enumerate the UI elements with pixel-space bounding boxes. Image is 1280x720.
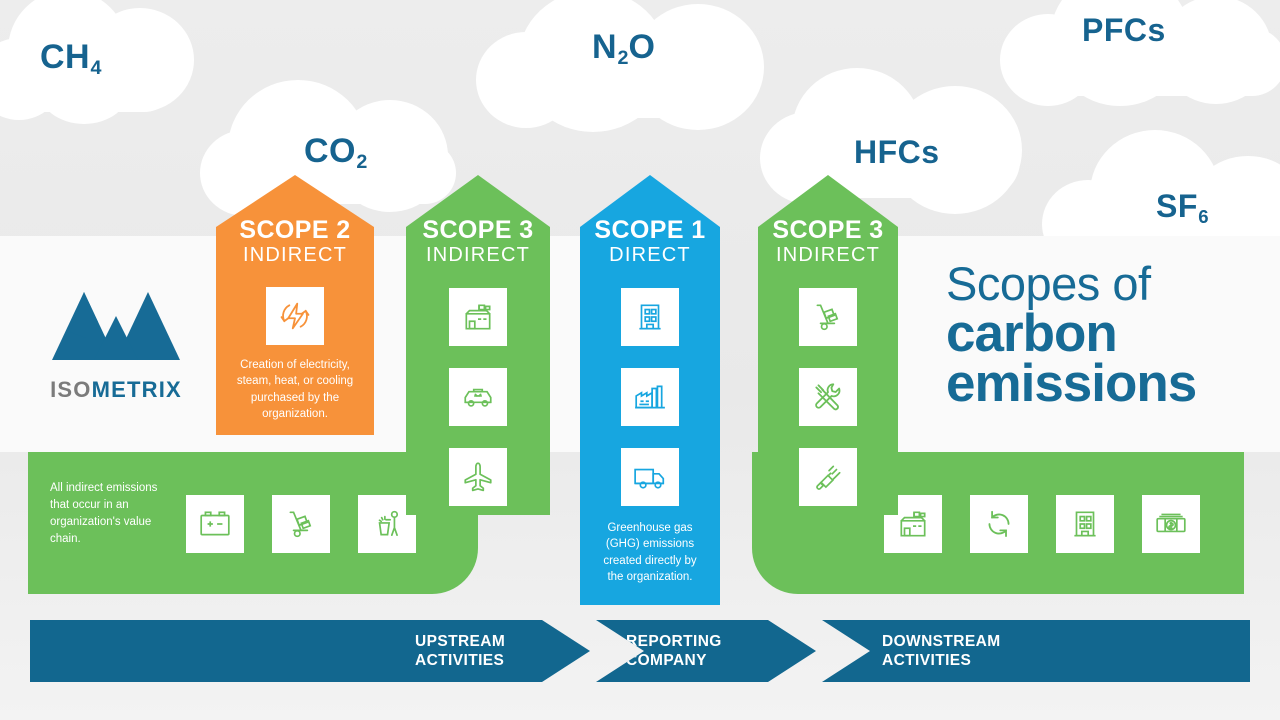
money-cash-icon <box>1156 513 1186 533</box>
waste-disposal-icon <box>378 510 399 537</box>
cloud-ch4: CH4 <box>0 0 210 140</box>
cloud-hfcs: HFCs <box>760 60 1050 214</box>
icon-box-money <box>1142 495 1200 553</box>
logo-metrix: METRIX <box>91 377 182 402</box>
column-scope-3-downstream[interactable]: SCOPE 3 INDIRECT <box>758 175 898 515</box>
scope-2-title-block: SCOPE 2 INDIRECT <box>216 217 374 268</box>
tools-icon <box>815 383 841 411</box>
logo-wordmark: ISOMETRIX <box>46 377 186 403</box>
scope-1-title: SCOPE 1 <box>594 216 706 244</box>
flow-downstream-line2: ACTIVITIES <box>882 652 972 669</box>
icon-box-office-building <box>621 288 679 346</box>
battery-icon <box>200 511 230 536</box>
hand-truck-icon <box>289 511 312 538</box>
scope-2-description: Creation of electricity, steam, heat, or… <box>236 359 354 420</box>
column-scope-3-upstream[interactable]: SCOPE 3 INDIRECT <box>406 175 550 515</box>
cloud-blob <box>1006 28 1280 96</box>
gas-label-hfcs: HFCs <box>854 134 940 170</box>
icon-box-hand-truck-down <box>799 288 857 346</box>
title-line-1: Scopes of <box>946 257 1151 310</box>
icon-box-battery <box>186 495 244 553</box>
mountain-logo-icon <box>52 292 180 360</box>
title-line-2: carbon <box>946 304 1118 364</box>
icon-box-tools <box>799 368 857 426</box>
logo-iso: ISO <box>50 377 92 402</box>
flow-segment-downstream[interactable]: DOWNSTREAM ACTIVITIES <box>822 620 1250 682</box>
scope-3-upstream-subtitle: INDIRECT <box>425 244 531 267</box>
office-building-icon <box>1074 511 1096 537</box>
scope-3-downstream-title: SCOPE 3 <box>772 216 884 244</box>
icon-box-hand-truck <box>272 495 330 553</box>
gas-label-n2o: N2O <box>592 28 656 70</box>
flow-segment-reporting-label: REPORTING COMPANY <box>626 632 722 671</box>
icon-box-factory <box>621 368 679 426</box>
activity-flow-bar: UPSTREAM ACTIVITIES REPORTING COMPANY DO… <box>30 620 1250 682</box>
hand-truck-icon <box>816 304 839 331</box>
icon-box-recycle <box>970 495 1028 553</box>
flow-segment-upstream-label: UPSTREAM ACTIVITIES <box>415 632 505 671</box>
scope-1-title-block: SCOPE 1 DIRECT <box>580 217 720 268</box>
scope-3-downstream-title-block: SCOPE 3 INDIRECT <box>758 217 898 268</box>
gas-label-co2: CO2 <box>304 132 368 174</box>
cloud-blob <box>206 142 456 204</box>
cloud-co2: CO2 <box>200 80 480 220</box>
airplane-icon <box>464 462 492 492</box>
cloud-blob <box>770 124 1020 198</box>
flow-segment-upstream[interactable]: UPSTREAM ACTIVITIES <box>30 620 590 682</box>
store-front-icon <box>465 304 491 330</box>
scope-2-title: SCOPE 2 <box>239 216 351 244</box>
column-scope-2[interactable]: SCOPE 2 INDIRECT Creation of electricity… <box>216 175 374 435</box>
cloud-n2o: N2O <box>470 0 790 150</box>
delivery-truck-icon <box>634 468 665 489</box>
store-front-icon <box>900 511 926 537</box>
icon-box-airplane <box>449 448 507 506</box>
flow-segment-reporting[interactable]: REPORTING COMPANY <box>596 620 816 682</box>
icon-box-car <box>449 368 507 426</box>
scope-1-subtitle: DIRECT <box>609 244 691 267</box>
title-line-3: emissions <box>946 353 1197 413</box>
isometrix-logo: ISOMETRIX <box>46 286 186 403</box>
track-caption-text: All indirect emissions that occur in an … <box>50 482 158 546</box>
flow-reporting-line2: COMPANY <box>626 652 707 669</box>
icon-box-store-front <box>449 288 507 346</box>
car-icon <box>464 388 492 407</box>
flow-upstream-line1: UPSTREAM <box>415 632 506 650</box>
icon-box-office-building-right <box>1056 495 1114 553</box>
gas-label-ch4: CH4 <box>40 38 102 80</box>
factory-icon <box>635 385 665 409</box>
flow-upstream-line2: ACTIVITIES <box>415 652 505 669</box>
scope-3-upstream-title: SCOPE 3 <box>422 216 534 244</box>
icon-box-electric-plug <box>799 448 857 506</box>
electric-plug-icon <box>816 465 841 490</box>
cloud-pfcs: PFCs <box>1000 0 1280 110</box>
cloud-blob <box>0 44 178 112</box>
icon-box-delivery-truck <box>621 448 679 506</box>
page-title: Scopes of carbon emissions <box>946 257 1256 413</box>
flow-downstream-line1: DOWNSTREAM <box>882 632 1001 650</box>
scope-3-upstream-title-block: SCOPE 3 INDIRECT <box>406 217 550 268</box>
icon-box-electricity <box>266 287 324 345</box>
scope-2-subtitle: INDIRECT <box>242 244 348 267</box>
cloud-blob <box>484 46 756 118</box>
flow-reporting-line1: REPORTING <box>626 632 722 650</box>
electricity-energy-icon <box>280 302 310 330</box>
recycle-arrows-icon <box>988 510 1010 538</box>
scope-1-description: Greenhouse gas (GHG) emissions created d… <box>603 522 697 583</box>
column-scope-1[interactable]: SCOPE 1 DIRECT <box>580 175 720 605</box>
gas-label-pfcs: PFCs <box>1082 12 1166 48</box>
office-building-icon <box>639 304 661 330</box>
flow-segment-downstream-label: DOWNSTREAM ACTIVITIES <box>882 632 1001 671</box>
gas-label-sf6: SF6 <box>1156 188 1210 227</box>
scope-3-downstream-subtitle: INDIRECT <box>775 244 881 267</box>
